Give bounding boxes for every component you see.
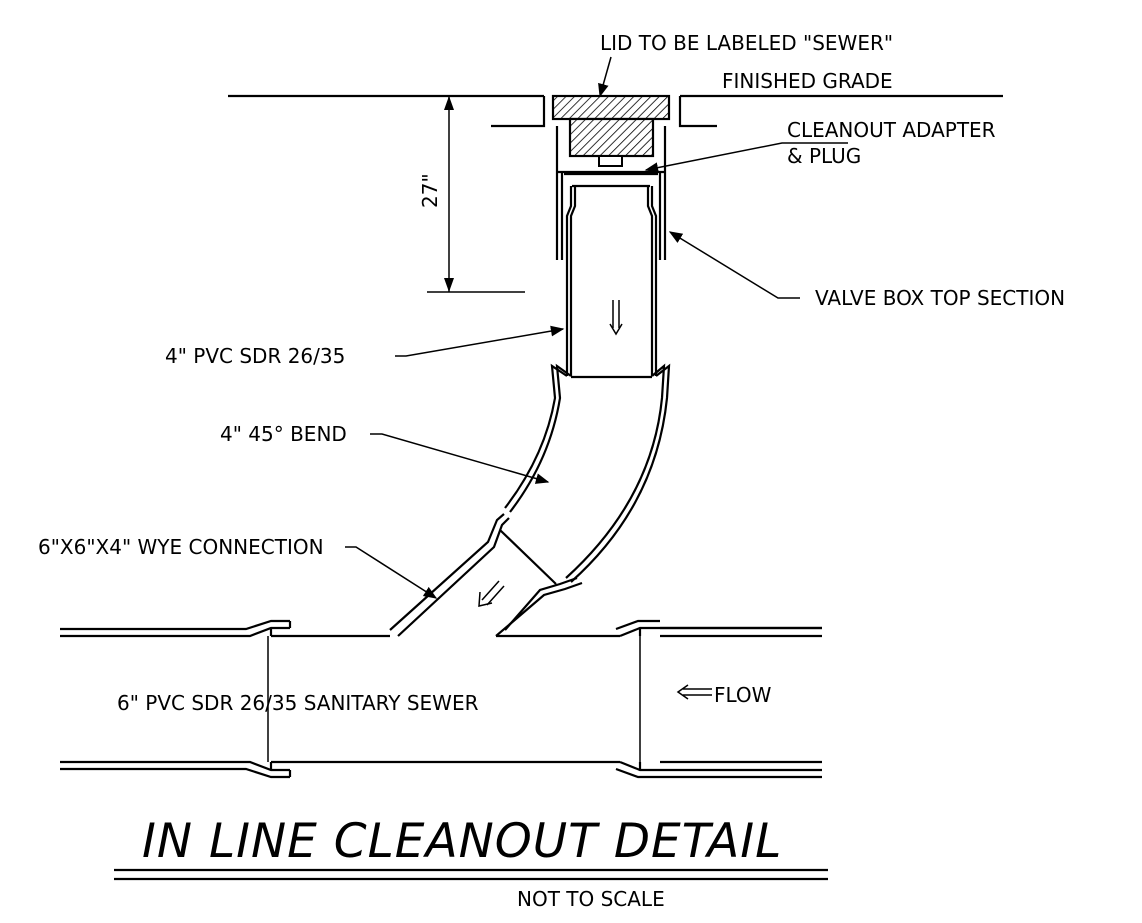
- adapter-label-line2: & PLUG: [787, 144, 861, 168]
- valve-box-label: VALVE BOX TOP SECTION: [815, 286, 1065, 310]
- wye-label: 6"X6"X4" WYE CONNECTION: [38, 535, 324, 559]
- riser-pipe-label: 4" PVC SDR 26/35: [165, 344, 345, 368]
- main-pipe-label: 6" PVC SDR 26/35 SANITARY SEWER: [117, 691, 479, 715]
- wye-flow-arrow: [478, 580, 505, 607]
- cleanout-adapter-plug: [564, 155, 658, 188]
- finished-grade-label: FINISHED GRADE: [722, 69, 893, 93]
- bend-label: 4" 45° BEND: [220, 422, 347, 446]
- depth-label: 27": [418, 173, 442, 208]
- riser-flow-arrow: [609, 300, 623, 336]
- main-flow-arrow: [676, 684, 712, 700]
- lid-label: LID TO BE LABELED "SEWER": [600, 31, 893, 55]
- lid: [551, 94, 671, 158]
- flow-label: FLOW: [714, 683, 772, 707]
- adapter-label-line1: CLEANOUT ADAPTER: [787, 118, 996, 142]
- valve-box-collar: [491, 96, 717, 128]
- scale-note: NOT TO SCALE: [517, 887, 665, 911]
- main-sewer-pipe: [60, 619, 822, 779]
- drawing-title: IN LINE CLEANOUT DETAIL: [142, 814, 782, 869]
- riser-pipe: [565, 186, 658, 379]
- bend-45: [504, 363, 671, 583]
- depth-dimension: 27": [418, 96, 525, 293]
- leader-lines: [345, 56, 848, 599]
- wye-connection: [389, 513, 583, 637]
